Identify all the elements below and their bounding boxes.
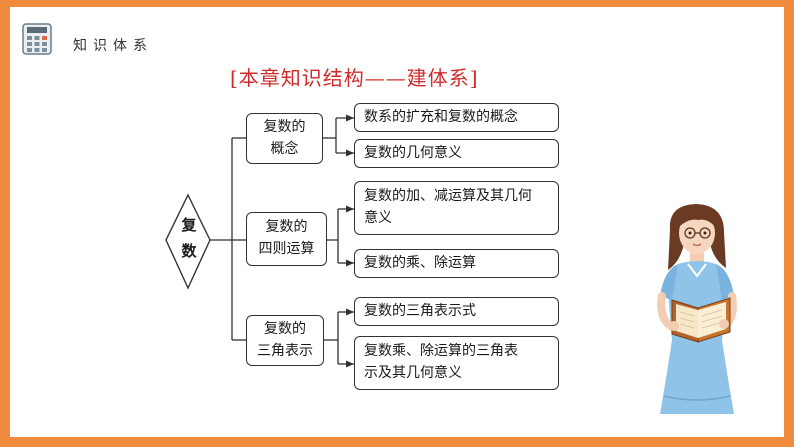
branch-label: 复数的 bbox=[264, 320, 306, 337]
branch-label: 三角表示 bbox=[257, 342, 313, 359]
calculator-icon bbox=[22, 23, 52, 55]
diagram-title: [本章知识结构——建体系] bbox=[230, 66, 479, 90]
leaf-label: 数系的扩充和复数的概念 bbox=[364, 108, 518, 125]
girl-reading-illustration bbox=[657, 204, 737, 414]
root-char: 复 bbox=[181, 216, 197, 234]
leaf-node: 复数乘、除运算的三角表 示及其几何意义 bbox=[354, 336, 559, 390]
leaf-node: 数系的扩充和复数的概念 bbox=[354, 103, 559, 132]
leaf-label: 复数的加、减运算及其几何 bbox=[364, 188, 532, 205]
root-char: 数 bbox=[181, 241, 197, 260]
leaf-node: 复数的加、减运算及其几何 意义 bbox=[354, 181, 559, 235]
leaf-label: 复数的乘、除运算 bbox=[364, 254, 476, 271]
branch-arithmetic: 复数的 四则运算 bbox=[246, 212, 327, 266]
section-title: 知识体系 bbox=[73, 38, 153, 54]
branch-label: 复数的 bbox=[265, 219, 308, 236]
branch-trig: 复数的 三角表示 bbox=[246, 315, 324, 366]
leaf-label: 意义 bbox=[364, 210, 392, 226]
leaf-label: 示及其几何意义 bbox=[364, 365, 462, 381]
leaf-node: 复数的乘、除运算 bbox=[354, 249, 559, 278]
branch-label: 概念 bbox=[270, 140, 299, 157]
leaf-label: 复数乘、除运算的三角表 bbox=[364, 343, 518, 360]
branch-concept: 复数的 概念 bbox=[246, 113, 323, 164]
leaf-node: 复数的三角表示式 bbox=[354, 297, 559, 326]
branch-label: 四则运算 bbox=[258, 241, 315, 257]
root-node: 复 数 bbox=[170, 213, 208, 264]
leaf-label: 复数的几何意义 bbox=[364, 144, 462, 161]
branch-label: 复数的 bbox=[263, 118, 306, 135]
root-diamond bbox=[165, 193, 211, 290]
leaf-node: 复数的几何意义 bbox=[354, 139, 559, 168]
leaf-label: 复数的三角表示式 bbox=[364, 302, 476, 319]
